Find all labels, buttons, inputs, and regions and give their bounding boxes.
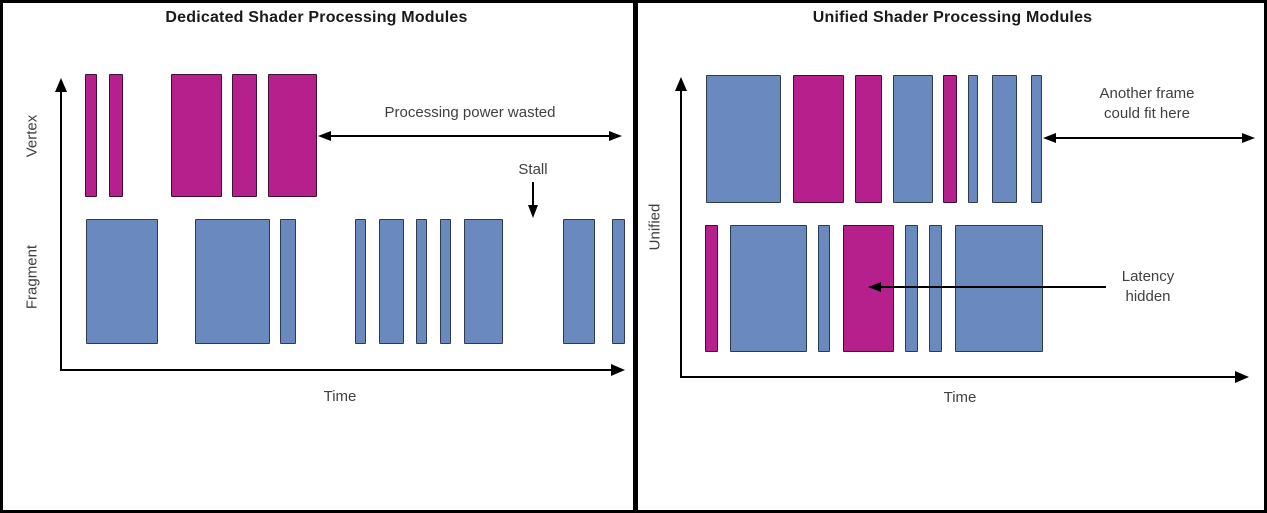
another-frame-could-fit-here-arrowhead-left (1043, 133, 1056, 143)
fragment-workload-bar (893, 75, 933, 203)
processing-power-wasted-label: Processing power wasted (384, 103, 556, 121)
latency-hidden-arrow-line (880, 286, 1106, 288)
unified-panel-title: Unified Shader Processing Modules (812, 9, 1093, 26)
fragment-workload-bar (706, 75, 781, 203)
y-axis-line (60, 91, 62, 370)
vertex-workload-bar (855, 75, 882, 203)
y-axis-line (680, 90, 682, 377)
processing-power-wasted-arrowhead-left (318, 131, 331, 141)
x-axis-label: Time (323, 387, 357, 405)
x-axis-arrowhead (1235, 371, 1249, 383)
another-frame-could-fit-here-arrow-line (1055, 137, 1243, 139)
fragment-workload-bar (968, 75, 978, 203)
vertex-workload-bar (705, 225, 718, 352)
fragment-workload-bar (86, 219, 158, 344)
panel-divider (633, 0, 638, 513)
fragment-workload-bar (818, 225, 830, 352)
x-axis-arrowhead (611, 364, 625, 376)
vertex-workload-bar (268, 74, 317, 197)
stall-arrowhead (528, 205, 538, 218)
vertex-workload-bar (109, 74, 123, 197)
y-axis-arrowhead (675, 77, 687, 91)
fragment-workload-bar (992, 75, 1017, 203)
vertex-workload-bar (943, 75, 957, 203)
vertex-workload-bar (793, 75, 844, 203)
x-axis-label: Time (943, 388, 977, 406)
fragment-workload-bar (929, 225, 942, 352)
fragment-workload-bar (1031, 75, 1042, 203)
fragment-workload-bar (379, 219, 404, 344)
fragment-workload-bar (440, 219, 451, 344)
stall-label: Stall (518, 160, 548, 178)
processing-power-wasted-arrowhead-right (609, 131, 622, 141)
stall-arrow-line (532, 182, 534, 206)
fragment-workload-bar (464, 219, 503, 344)
latency-hidden-arrowhead (868, 282, 881, 292)
fragment-workload-bar (730, 225, 807, 352)
vertex-workload-bar (232, 74, 257, 197)
processing-power-wasted-arrow-line (330, 135, 610, 137)
vertex-workload-bar (171, 74, 222, 197)
fragment-workload-bar (355, 219, 366, 344)
fragment-workload-bar (955, 225, 1043, 352)
vertex-workload-bar (85, 74, 97, 197)
fragment-workload-bar (280, 219, 296, 344)
fragment-workload-bar (612, 219, 625, 344)
x-axis-line (60, 369, 612, 371)
fragment-workload-bar (563, 219, 595, 344)
fragment-workload-bar (905, 225, 918, 352)
fragment-workload-bar (195, 219, 270, 344)
y-axis-arrowhead (55, 78, 67, 92)
another-frame-could-fit-here-label: Another frame could fit here (1099, 84, 1195, 122)
fragment-workload-bar (416, 219, 427, 344)
latency-hidden-label: Latency hidden (1121, 267, 1175, 305)
another-frame-could-fit-here-arrowhead-right (1242, 133, 1255, 143)
dedicated-panel-title: Dedicated Shader Processing Modules (165, 9, 468, 26)
x-axis-line (680, 376, 1236, 378)
